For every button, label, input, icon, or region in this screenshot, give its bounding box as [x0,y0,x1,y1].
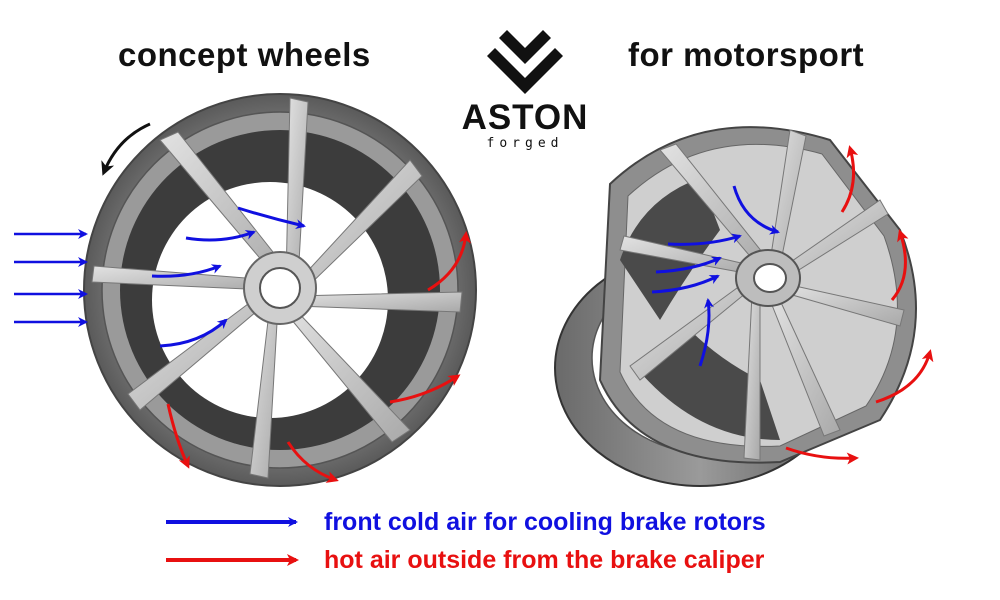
legend-label-hot-air: hot air outside from the brake caliper [324,545,765,574]
title-right: for motorsport [628,36,865,73]
left-wheel-hot-air-flow [166,231,471,483]
cold-air-flow-arrow [185,230,256,242]
hot-air-flow-arrow [166,403,190,469]
hot-air-flow-arrow [427,231,471,292]
right-wheel-cold-air-flow [651,185,780,367]
cold-air-flow-arrow [151,264,222,278]
logo-brand: ASTON [461,98,589,137]
hot-air-flow-arrow [785,446,859,465]
cold-air-flow-arrow [651,274,720,294]
concept-wheel-perspective-view [554,126,917,487]
hot-air-flow-arrow [890,229,909,301]
title-left: concept wheels [118,36,371,73]
left-wheel-cold-air-flow [151,206,306,348]
cold-air-flow-arrow [237,206,306,230]
concept-wheel-front-view [83,93,477,487]
wheel-cutout [640,330,780,440]
hot-air-flow-arrow [875,349,934,404]
aston-logo: ASTON forged [455,22,595,152]
wheel-spokes [619,129,905,461]
right-wheel-hot-air-flow [785,145,934,465]
incoming-cold-air-arrows [14,229,88,327]
legend-item-hot-air: hot air outside from the brake caliper [300,544,764,576]
hot-air-flow-arrow [389,374,461,404]
cold-air-flow-arrow [159,318,228,348]
cold-air-flow-arrow [732,185,780,235]
logo-subtitle: forged [486,136,564,151]
chevron-stack-logo-icon [487,30,563,94]
cold-air-flow-arrow [655,256,722,274]
legend-label-cold-air: front cold air for cooling brake rotors [324,507,766,536]
wheel-hub-bore [753,263,787,293]
cold-air-flow-arrow [698,298,715,367]
rotation-direction-arrow [101,122,151,176]
hot-air-flow-arrow [840,145,859,213]
wheel-hub-bore [259,267,301,309]
hot-air-flow-arrow [286,441,339,483]
cold-air-flow-arrow [667,233,742,246]
legend-item-cold-air: front cold air for cooling brake rotors [300,506,766,538]
